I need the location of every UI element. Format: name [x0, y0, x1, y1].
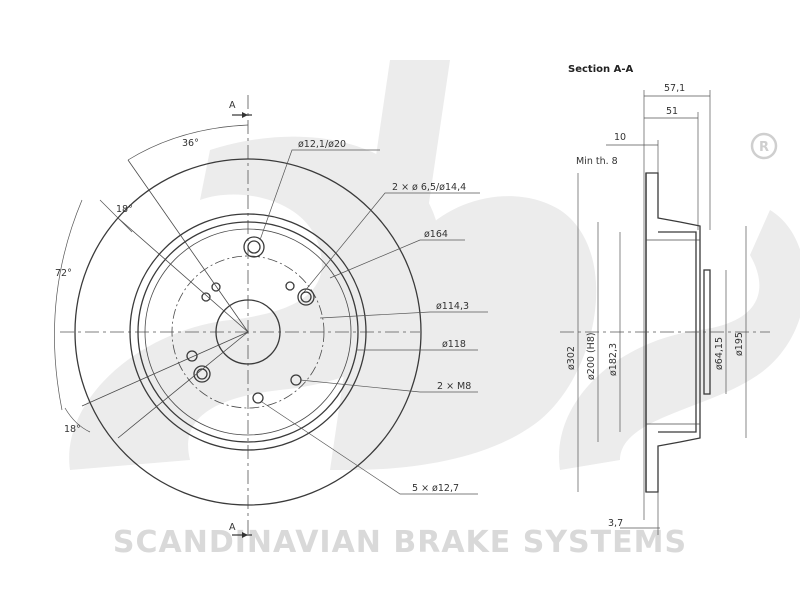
- leader-d114: [319, 311, 488, 319]
- callout-m8: 2 × M8: [437, 381, 471, 392]
- callout-pin-hole: ø12,1/ø20: [298, 139, 346, 150]
- leader-pin-hole: [259, 149, 380, 241]
- leader-m8: [299, 379, 478, 393]
- dim-195: ø195: [734, 332, 745, 356]
- bolt-hole: [252, 392, 264, 404]
- friction-ring-inner-edge: [129, 213, 367, 451]
- dim-200: ø200 (H8): [586, 332, 597, 380]
- dim-64: ø64,15: [714, 337, 725, 370]
- angle-line-18-bottom: [117, 331, 249, 439]
- center-bore: [215, 299, 281, 365]
- sbs-logo-watermark: R: [69, 60, 800, 470]
- min-thickness: Min th. 8: [576, 156, 618, 167]
- hat-step: [144, 228, 352, 436]
- angle-line-72: [81, 331, 249, 407]
- section-title: Section A-A: [568, 64, 633, 75]
- angle-line-36: [127, 159, 249, 333]
- angle-label-18-bottom: 18°: [64, 424, 81, 435]
- section-marker-top: A: [229, 100, 236, 111]
- angle-label-18-top: 18°: [116, 204, 133, 215]
- angle-arc-18-bottom: [64, 407, 91, 433]
- hat-outer-edge: [137, 221, 359, 443]
- m8-thread-hole: [285, 281, 295, 291]
- dim-51: 51: [666, 106, 678, 117]
- leader-holes-2x: [303, 192, 480, 293]
- registered-mark: R: [759, 140, 769, 155]
- dim-57: 57,1: [664, 83, 685, 94]
- angle-arc-72: [54, 199, 83, 411]
- dim-10: 10: [614, 132, 626, 143]
- disc-front-view: A A 36° 18° 72° 18°: [54, 95, 488, 538]
- callout-d118: ø118: [442, 339, 466, 350]
- section-marker-top-arrow: [242, 112, 248, 118]
- section-marker-bottom: A: [229, 522, 236, 533]
- dim-37: 3,7: [608, 518, 623, 529]
- angle-label-72: 72°: [55, 268, 72, 279]
- disc-outer-edge: [74, 158, 422, 506]
- bolt-hole-counterbore: [243, 236, 265, 258]
- bolt-hole: [300, 291, 312, 303]
- brand-name-watermark: SCANDINAVIAN BRAKE SYSTEMS: [113, 525, 687, 560]
- callout-d114: ø114,3: [436, 301, 469, 312]
- registered-mark-circle: [750, 132, 778, 160]
- bolt-hole-counterbore: [193, 365, 211, 383]
- section-marker-bottom-arrow: [242, 532, 248, 538]
- disc-section-view: Section A-A 57,1 51 10 Min th. 8 ø302 ø2…: [560, 64, 770, 535]
- bolt-hole: [186, 350, 198, 362]
- dim-182: ø182,3: [608, 343, 619, 376]
- dim-302: ø302: [566, 346, 577, 370]
- bolt-hole-counterbore: [297, 288, 315, 306]
- leader-bolt-holes: [261, 401, 478, 495]
- angle-line-18-top: [117, 217, 249, 333]
- angle-label-36: 36°: [182, 138, 199, 149]
- disc-profile-outline: [645, 172, 701, 493]
- bolt-hole: [247, 240, 261, 254]
- m8-thread-hole: [211, 282, 221, 292]
- callout-holes-2x: 2 × ø 6,5/ø14,4: [392, 182, 466, 193]
- m8-thread-hole: [201, 292, 211, 302]
- pcd-circle: [171, 255, 325, 409]
- angle-arc-18-top: [99, 199, 133, 233]
- callout-bolt-holes: 5 × ø12,7: [412, 483, 459, 494]
- angle-arc-36: [127, 124, 249, 161]
- callout-d164: ø164: [424, 229, 448, 240]
- leader-d164: [329, 239, 465, 279]
